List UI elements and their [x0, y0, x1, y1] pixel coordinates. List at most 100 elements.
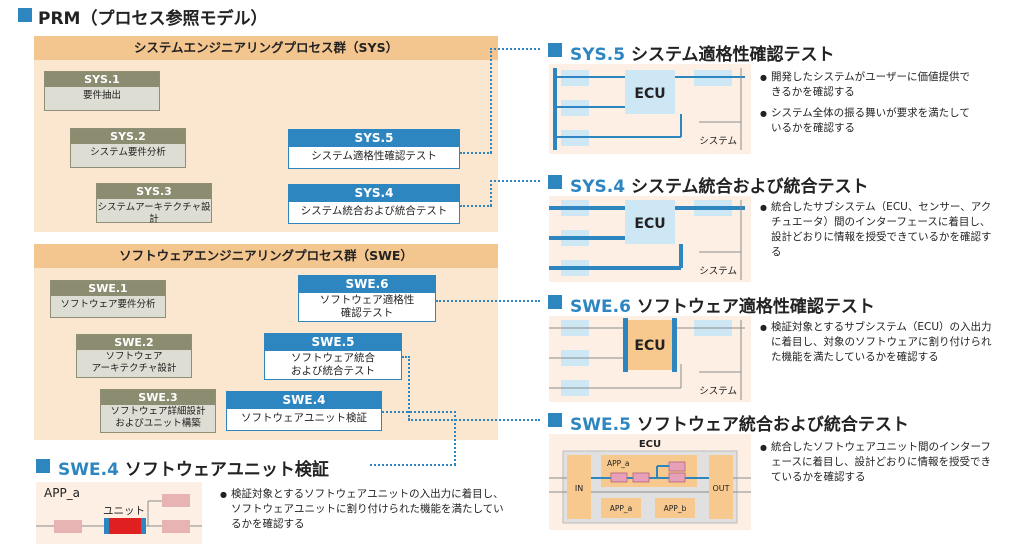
sys4-system-label: システム — [699, 266, 737, 277]
sys2-name: システム要件分析 — [90, 147, 166, 158]
swe6-bullets: 検証対象とするサブシステム（ECU）の入出力に着目し、対象のソフトウェアに割り付… — [760, 320, 992, 371]
swe4-bullets: 検証対象とするソフトウェアユニットの入出力に着目し、ソフトウェアユニットに割り付… — [220, 487, 504, 538]
sys-group-header: システムエンジニアリングプロセス群（SYS） — [34, 36, 498, 60]
swe4-app-label: APP_a — [44, 486, 80, 500]
swe3-name-line2: およびユニット構築 — [115, 418, 201, 429]
swe6-diagram-svg: ECU システム — [549, 316, 751, 402]
swe6-section-title: SWE.6 ソフトウェア適格性確認テスト — [570, 292, 875, 317]
swe5-in-label: IN — [575, 484, 583, 493]
sys1-code: SYS.1 — [45, 72, 159, 87]
sys5-section-code: SYS.5 — [570, 45, 626, 65]
sys4-bullet-1: 統合したサブシステム（ECU、センサー、アクチュエータ）間のインターフェースに着… — [760, 200, 996, 260]
sys3-code: SYS.3 — [97, 184, 211, 199]
swe1-name: ソフトウェア要件分析 — [60, 299, 156, 310]
sys3-name: システムアーキテクチャ設計 — [97, 202, 211, 225]
swe6-name: ソフトウェア適格性 確認テスト — [299, 293, 435, 320]
swe5-section-title: SWE.5 ソフトウェア統合および統合テスト — [570, 410, 909, 435]
sys5-bullets: 開発したシステムがユーザーに価値提供できるかを確認する システム全体の振る舞いが… — [760, 70, 980, 142]
connector-swe5-h-box — [402, 356, 410, 358]
swe5-box[interactable]: SWE.5 ソフトウェア統合 および統合テスト — [264, 333, 402, 380]
sys5-section-name: システム適格性確認テスト — [631, 45, 835, 65]
title-square-icon — [18, 8, 32, 22]
swe4-name: ソフトウェアユニット検証 — [241, 412, 367, 424]
sys5-ecu-label: ECU — [634, 86, 665, 102]
sys1-name: 要件抽出 — [82, 90, 121, 101]
sys4-section-title: SYS.4 システム統合および統合テスト — [570, 172, 869, 197]
swe5-section-square-icon — [548, 413, 562, 427]
swe3-code: SWE.3 — [101, 390, 215, 405]
swe5-diagram-svg: ECU IN OUT APP_a APP_a APP_b — [549, 434, 751, 530]
swe1-box[interactable]: SWE.1 ソフトウェア要件分析 — [50, 280, 166, 318]
swe2-box[interactable]: SWE.2 ソフトウェア アーキテクチャ設計 — [76, 334, 192, 378]
sys5-name: システム適格性確認テスト — [311, 150, 437, 162]
sys2-code: SYS.2 — [71, 129, 185, 144]
swe6-code: SWE.6 — [299, 276, 435, 293]
swe6-ecu-label: ECU — [634, 338, 665, 354]
swe4-bullet-1: 検証対象とするソフトウェアユニットの入出力に着目し、ソフトウェアユニットに割り付… — [220, 487, 504, 532]
sys4-name: システム統合および統合テスト — [300, 205, 448, 217]
sys5-section-title: SYS.5 システム適格性確認テスト — [570, 40, 835, 65]
swe5-name-line1: ソフトウェア統合 — [291, 352, 375, 364]
connector-swe4-h — [370, 464, 456, 466]
swe5-name: ソフトウェア統合 および統合テスト — [265, 351, 401, 378]
sys2-box[interactable]: SYS.2 システム要件分析 — [70, 128, 186, 168]
swe4-code: SWE.4 — [227, 392, 381, 409]
connector-swe6 — [436, 300, 540, 302]
swe5-code: SWE.5 — [265, 334, 401, 351]
swe5-ecu-label: ECU — [639, 439, 661, 450]
swe1-code: SWE.1 — [51, 281, 165, 296]
sys4-ecu-label: ECU — [634, 216, 665, 232]
sys5-bullet-2: システム全体の振る舞いが要求を満たしているかを確認する — [760, 106, 980, 136]
swe2-name-line1: ソフトウェア — [105, 351, 163, 362]
connector-swe4-v — [454, 411, 456, 465]
swe4-unit-label: ユニット — [103, 505, 145, 517]
swe5-bullets: 統合したソフトウェアユニット間のインターフェースに着目し、設計どおりに情報を授受… — [760, 440, 996, 491]
sys4-section-square-icon — [548, 175, 562, 189]
connector-sys5-v — [490, 48, 492, 153]
swe5-section-name: ソフトウェア統合および統合テスト — [636, 415, 909, 435]
sys5-diagram: ECU システム — [549, 64, 751, 154]
swe6-name-line1: ソフトウェア適格性 — [319, 294, 415, 306]
swe5-app-b-label: APP_b — [664, 504, 687, 513]
swe2-name: ソフトウェア アーキテクチャ設計 — [77, 350, 191, 375]
swe3-name: ソフトウェア詳細設計 およびユニット構築 — [101, 405, 215, 430]
swe4-diagram-svg: APP_a ユニット — [36, 482, 202, 544]
swe4-section-code: SWE.4 — [58, 460, 119, 480]
sys5-bullet-1: 開発したシステムがユーザーに価値提供できるかを確認する — [760, 70, 980, 100]
sys4-section-code: SYS.4 — [570, 177, 626, 197]
sys4-diagram: ECU システム — [549, 196, 751, 282]
sys4-code: SYS.4 — [289, 185, 459, 202]
swe5-section-code: SWE.5 — [570, 415, 631, 435]
page-title: PRM（プロセス参照モデル） — [38, 9, 268, 29]
sys4-box[interactable]: SYS.4 システム統合および統合テスト — [288, 184, 460, 224]
connector-sys5-h-box — [460, 152, 492, 154]
connector-sys4-v — [490, 180, 492, 206]
connector-swe5-h — [408, 419, 540, 421]
swe4-section-name: ソフトウェアユニット検証 — [124, 460, 329, 480]
swe6-box[interactable]: SWE.6 ソフトウェア適格性 確認テスト — [298, 275, 436, 322]
connector-sys4-h-top — [490, 180, 540, 182]
sys5-diagram-svg: ECU システム — [549, 64, 751, 154]
swe6-name-line2: 確認テスト — [340, 307, 394, 319]
swe6-system-label: システム — [699, 386, 737, 397]
sys5-section-square-icon — [548, 43, 562, 57]
swe4-section-title: SWE.4 ソフトウェアユニット検証 — [58, 455, 329, 480]
sys1-box[interactable]: SYS.1 要件抽出 — [44, 71, 160, 111]
swe5-bullet-1: 統合したソフトウェアユニット間のインターフェースに着目し、設計どおりに情報を授受… — [760, 440, 996, 485]
connector-swe4-h-box — [382, 411, 456, 413]
sys3-box[interactable]: SYS.3 システムアーキテクチャ設計 — [96, 183, 212, 225]
sys4-section-name: システム統合および統合テスト — [631, 177, 869, 197]
swe3-box[interactable]: SWE.3 ソフトウェア詳細設計 およびユニット構築 — [100, 389, 216, 433]
swe6-diagram: ECU システム — [549, 316, 751, 402]
sys4-diagram-svg: ECU システム — [549, 196, 751, 282]
sys5-box[interactable]: SYS.5 システム適格性確認テスト — [288, 129, 460, 169]
swe2-code: SWE.2 — [77, 335, 191, 350]
connector-sys5-h-top — [490, 48, 540, 50]
sys4-bullets: 統合したサブシステム（ECU、センサー、アクチュエータ）間のインターフェースに着… — [760, 200, 996, 266]
swe2-name-line2: アーキテクチャ設計 — [91, 363, 177, 374]
swe4-box[interactable]: SWE.4 ソフトウェアユニット検証 — [226, 391, 382, 431]
sys5-code: SYS.5 — [289, 130, 459, 147]
swe3-name-line1: ソフトウェア詳細設計 — [110, 406, 206, 417]
swe6-bullet-1: 検証対象とするサブシステム（ECU）の入出力に着目し、対象のソフトウェアに割り付… — [760, 320, 992, 365]
swe5-diagram: ECU IN OUT APP_a APP_a APP_b — [549, 434, 751, 530]
